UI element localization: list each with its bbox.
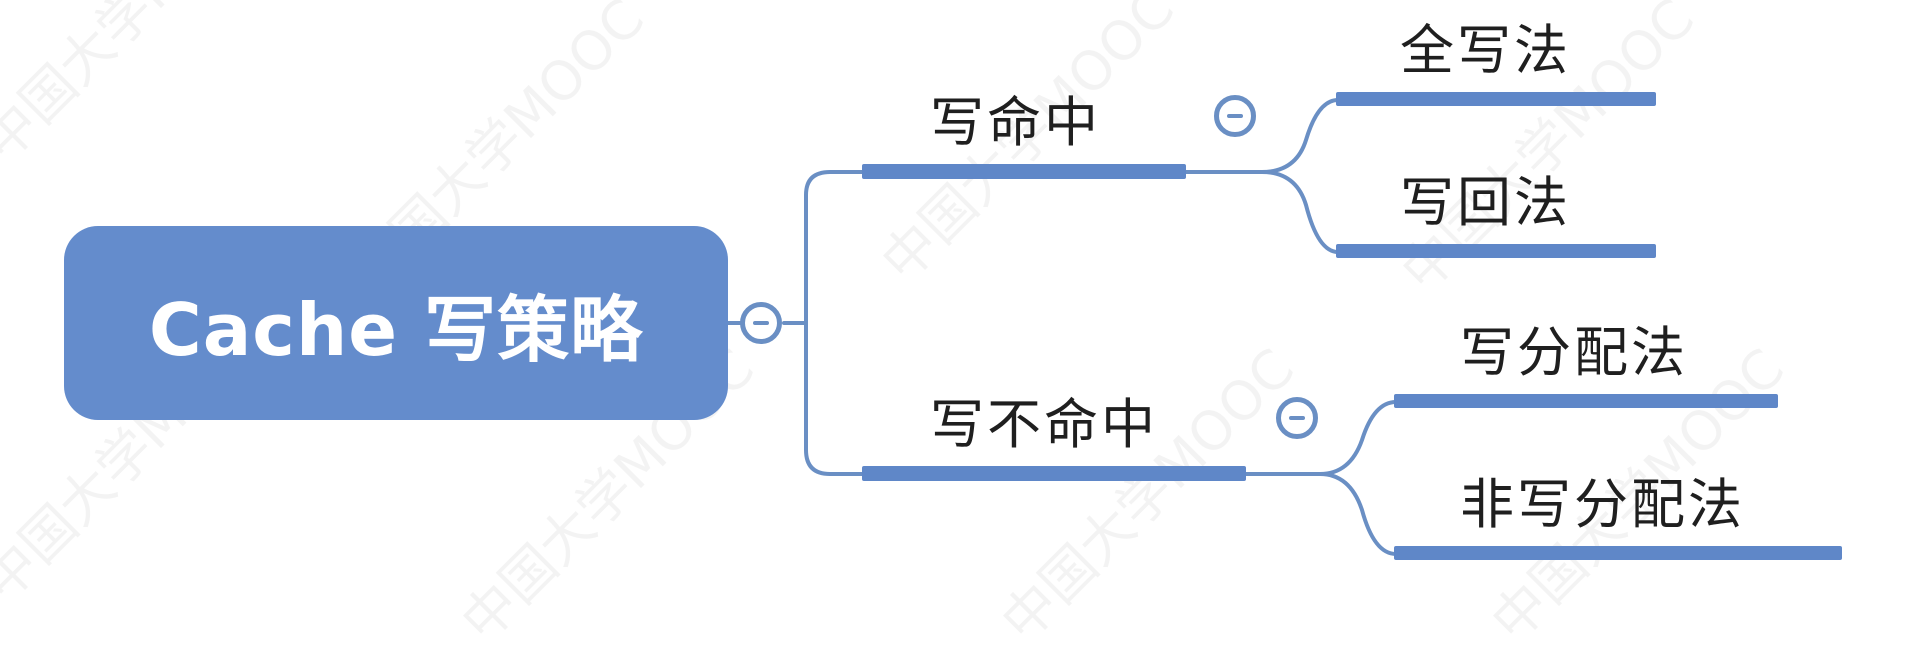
collapse-branch-write-hit-button[interactable] [1214, 95, 1256, 137]
connector-branch-2 [1244, 400, 1398, 556]
leaf-bar-write-allocate [1394, 394, 1778, 408]
leaf-bar-write-through [1336, 92, 1656, 106]
root-node[interactable]: Cache 写策略 [64, 226, 728, 420]
minus-icon [753, 321, 769, 325]
leaf-label-write-through[interactable]: 全写法 [1400, 19, 1571, 82]
root-label: Cache 写策略 [148, 287, 644, 372]
mindmap-canvas: 中国大学MOOC 中国大学MOOC 中国大学MOOC 中国大学MOOC 中国大学… [0, 0, 1842, 654]
leaf-bar-write-back [1336, 244, 1656, 258]
connector-trunk [782, 170, 868, 476]
collapse-branch-write-miss-button[interactable] [1276, 397, 1318, 439]
connectors [726, 92, 1842, 560]
leaf-label-no-write-allocate[interactable]: 非写分配法 [1460, 473, 1745, 536]
connector-branch-1 [1184, 98, 1340, 254]
collapse-root-button[interactable] [740, 302, 782, 344]
leaf-label-write-back[interactable]: 写回法 [1400, 171, 1571, 234]
branch-bar-write-miss [862, 466, 1246, 481]
minus-icon [1289, 416, 1305, 420]
leaf-bar-no-write-allocate [1394, 546, 1842, 560]
minus-icon [1227, 114, 1243, 118]
branch-bar-write-hit [862, 164, 1186, 179]
branch-label-write-hit[interactable]: 写命中 [930, 91, 1101, 154]
leaf-label-write-allocate[interactable]: 写分配法 [1460, 321, 1688, 384]
branch-label-write-miss[interactable]: 写不命中 [930, 393, 1158, 456]
